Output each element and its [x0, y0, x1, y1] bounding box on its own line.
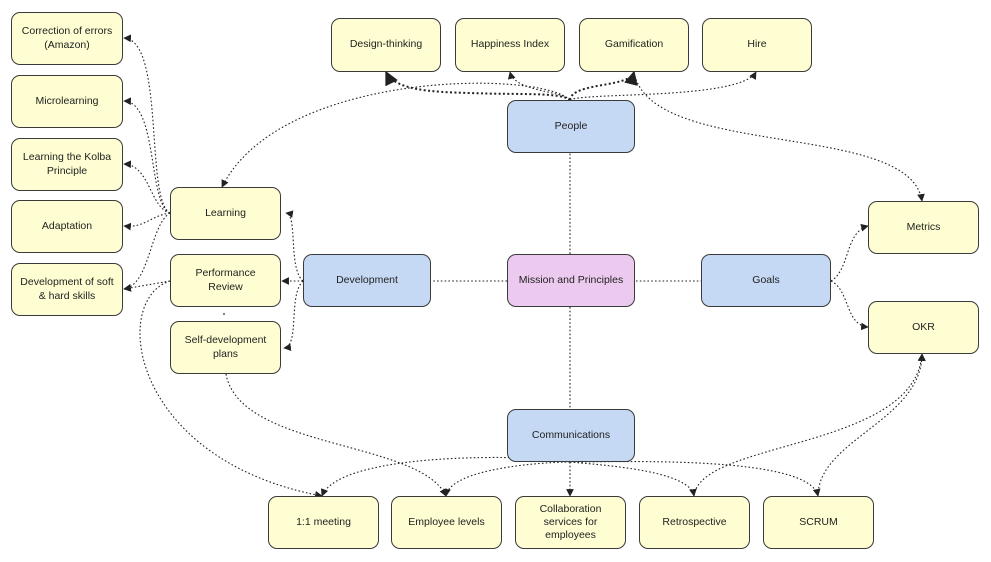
- node-label: Employee levels: [408, 515, 485, 528]
- node-label: Mission and Principles: [518, 273, 624, 286]
- node-people[interactable]: People: [507, 100, 635, 153]
- node-correction-of-errors[interactable]: Correction of errors (Amazon): [11, 12, 123, 65]
- connector-learning-microlearning: [123, 97, 171, 214]
- node-label: Microlearning: [35, 94, 99, 107]
- node-mission-and-principles[interactable]: Mission and Principles: [507, 254, 635, 307]
- node-design-thinking[interactable]: Design-thinking: [331, 18, 441, 72]
- connector-people-design-thinking: [385, 70, 571, 101]
- connector-performance-review-one-on-one: [139, 280, 323, 499]
- connector-communications-one-on-one: [320, 456, 571, 497]
- node-label: 1:1 meeting: [296, 515, 351, 528]
- connector-goals-metrics: [830, 224, 869, 282]
- node-label: Correction of errors (Amazon): [21, 25, 113, 51]
- connector-learning-correction-of-errors: [123, 34, 171, 214]
- connector-people-gamification: [569, 70, 638, 101]
- stray-dot: [223, 313, 225, 315]
- connector-learning-adaptation: [123, 212, 171, 231]
- node-label: People: [554, 119, 588, 132]
- node-label: SCRUM: [799, 515, 838, 528]
- node-development[interactable]: Development: [303, 254, 431, 307]
- node-label: Self-development plans: [184, 334, 267, 360]
- node-scrum[interactable]: SCRUM: [763, 496, 874, 549]
- node-label: Development of soft & hard skills: [20, 276, 114, 302]
- node-okr[interactable]: OKR: [868, 301, 979, 354]
- node-retrospective[interactable]: Retrospective: [639, 496, 750, 549]
- connector-people-hire: [569, 71, 757, 101]
- connector-gamification-metrics: [633, 71, 925, 202]
- node-label: Learning the Kolba Principle: [22, 151, 112, 177]
- node-performance-review[interactable]: Performance Review: [170, 254, 281, 307]
- node-label: Design-thinking: [349, 38, 423, 51]
- node-soft-hard-skills[interactable]: Development of soft & hard skills: [11, 263, 123, 316]
- node-label: Development: [336, 273, 398, 286]
- node-microlearning[interactable]: Microlearning: [11, 75, 123, 128]
- node-label: Communications: [531, 428, 611, 441]
- connector-goals-okr: [830, 280, 869, 331]
- node-label: Metrics: [906, 220, 941, 233]
- node-kolba-principle[interactable]: Learning the Kolba Principle: [11, 138, 123, 191]
- connector-performance-review-soft-hard-skills: [123, 280, 171, 292]
- node-label: Adaptation: [41, 219, 93, 232]
- node-metrics[interactable]: Metrics: [868, 201, 979, 254]
- connector-learning-soft-hard-skills: [123, 212, 171, 292]
- node-label: Collaboration services for employees: [539, 502, 602, 542]
- node-happiness-index[interactable]: Happiness Index: [455, 18, 565, 72]
- node-employee-levels[interactable]: Employee levels: [391, 496, 502, 549]
- node-learning[interactable]: Learning: [170, 187, 281, 240]
- connector-learning-kolba: [123, 160, 171, 214]
- node-label: Gamification: [604, 38, 664, 51]
- node-adaptation[interactable]: Adaptation: [11, 200, 123, 253]
- connector-development-self-development-plans: [283, 280, 304, 351]
- connector-communications-scrum: [569, 461, 821, 497]
- node-label: Learning: [205, 206, 246, 219]
- connector-development-learning: [285, 210, 304, 282]
- node-label: Retrospective: [662, 515, 727, 528]
- node-self-development-plans[interactable]: Self-development plans: [170, 321, 281, 374]
- node-hire[interactable]: Hire: [702, 18, 812, 72]
- node-label: Happiness Index: [470, 38, 550, 51]
- connector-communications-employee-levels: [443, 461, 571, 497]
- node-gamification[interactable]: Gamification: [579, 18, 689, 72]
- connector-okr-scrum: [817, 353, 926, 497]
- node-communications[interactable]: Communications: [507, 409, 635, 462]
- node-goals[interactable]: Goals: [701, 254, 831, 307]
- connector-communications-retrospective: [569, 461, 697, 497]
- node-label: Goals: [752, 273, 780, 286]
- node-label: OKR: [912, 320, 935, 333]
- node-label: Performance Review: [195, 267, 256, 293]
- node-collaboration-services[interactable]: Collaboration services for employees: [515, 496, 626, 549]
- node-label: Hire: [747, 38, 767, 51]
- node-one-on-one-meeting[interactable]: 1:1 meeting: [268, 496, 379, 549]
- connector-self-development-employee-levels: [225, 373, 447, 497]
- connector-okr-retrospective: [693, 353, 926, 497]
